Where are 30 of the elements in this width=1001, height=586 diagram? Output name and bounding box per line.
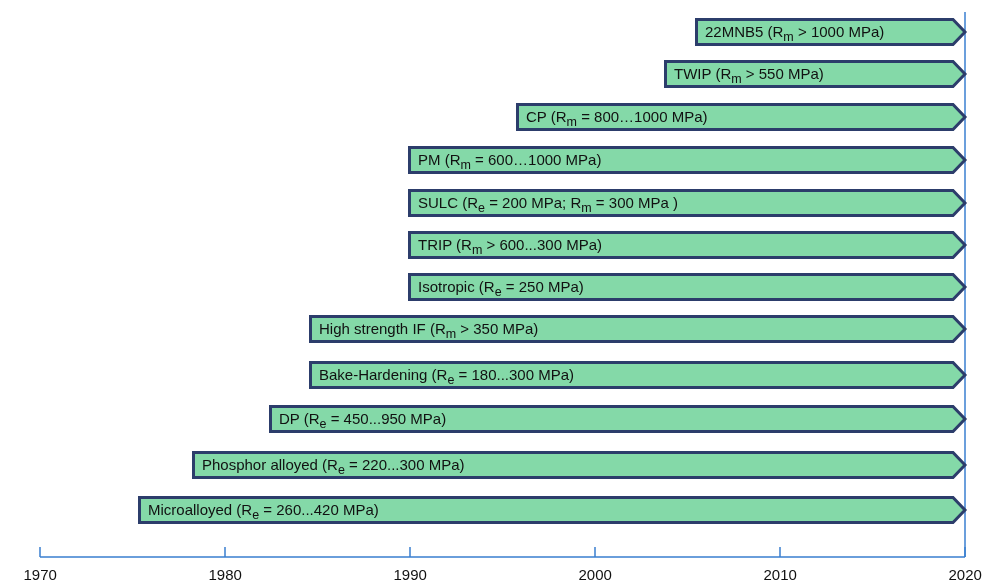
timeline-arrow-bar: [516, 103, 965, 131]
bar-label: DP (R$_{e}$ = 450...950 MPa): [279, 410, 447, 433]
timeline-arrow-bar: [192, 451, 965, 479]
bar-label: Phosphor alloyed (R$_{e}$ = 220...300 MPa): [202, 456, 465, 479]
timeline-arrow-bar: [664, 60, 965, 88]
bar-label: Bake-Hardening (R$_{e}$ = 180...300 MPa): [319, 366, 574, 389]
axis-year-label: 1970: [23, 566, 57, 583]
axis-year-label: 1990: [393, 566, 427, 583]
axis-year-label: 2000: [578, 566, 612, 583]
timeline-arrow-bar: [408, 189, 965, 217]
timeline-arrow-bar: [408, 231, 965, 259]
bar-label: TRIP (R$_{m}$ > 600...300 MPa): [418, 236, 602, 259]
timeline-arrow-bar: [269, 405, 965, 433]
axis-year-label: 1980: [208, 566, 242, 583]
axis-year-label: 2020: [948, 566, 982, 583]
bar-label: TWIP (R$_{m}$ > 550 MPa): [674, 65, 824, 88]
bar-label: PM (R$_{m}$ = 600…1000 MPa): [418, 151, 602, 174]
axis-year-label: 2010: [763, 566, 797, 583]
bar-label: Isotropic (R$_{e}$ = 250 MPa): [418, 278, 584, 301]
timeline-arrow-bar: [695, 18, 965, 46]
bar-label: CP (R$_{m}$ = 800…1000 MPa): [526, 108, 708, 131]
bar-label: High strength IF (R$_{m}$ > 350 MPa): [319, 320, 539, 343]
bar-label: 22MNB5 (R$_{m}$ > 1000 MPa): [705, 23, 885, 46]
timeline-arrow-bar: [138, 496, 965, 524]
bar-label: SULC (R$_{e}$ = 200 MPa; R$_{m}$ = 300 MPa ): [418, 194, 678, 217]
bar-label: Microalloyed (R$_{e}$ = 260...420 MPa): [148, 501, 379, 524]
timeline-arrow-bar: [408, 273, 965, 301]
timeline-arrow-bar: [309, 315, 965, 343]
timeline-arrow-bar: [408, 146, 965, 174]
timeline-arrow-bar: [309, 361, 965, 389]
